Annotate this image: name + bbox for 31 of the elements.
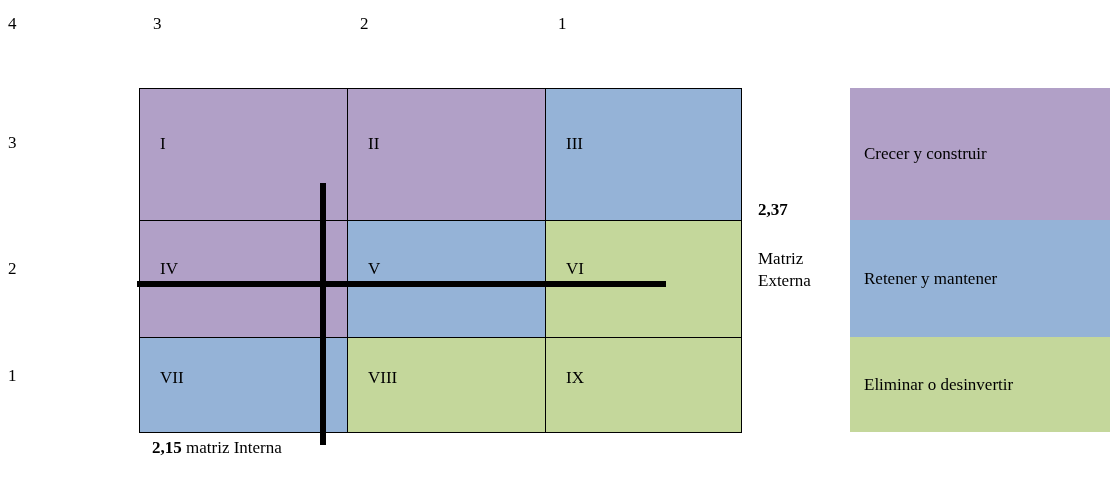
quadrant-number: I bbox=[160, 134, 166, 153]
axis-number: 1 bbox=[558, 14, 567, 34]
matrix-cell bbox=[545, 220, 742, 338]
matrix-cell bbox=[139, 220, 348, 338]
matrix-cell bbox=[139, 337, 348, 433]
quadrant-number: IV bbox=[160, 259, 178, 278]
score-value: 2,37 bbox=[758, 200, 788, 220]
quadrant-number: III bbox=[566, 134, 583, 153]
quadrant-number: IX bbox=[566, 368, 584, 387]
quadrant-number: II bbox=[368, 134, 380, 153]
axis-number: 1 bbox=[8, 366, 17, 386]
matrix-cell bbox=[347, 337, 546, 433]
quadrant-number: VIII bbox=[368, 368, 398, 387]
legend-text: Crecer y construir bbox=[864, 144, 987, 164]
legend-text: Eliminar o desinvertir bbox=[864, 374, 1014, 395]
axis-number: 3 bbox=[8, 133, 17, 153]
axis-number: 2 bbox=[360, 14, 369, 34]
axis-number: 2 bbox=[8, 259, 17, 279]
axis-title: 2,15 matriz Interna bbox=[152, 438, 282, 458]
matrix-cell bbox=[545, 337, 742, 433]
axis-number: 3 bbox=[153, 14, 162, 34]
quadrant-number: VII bbox=[160, 368, 184, 387]
matrix-cell bbox=[545, 88, 742, 221]
quadrant-number: VI bbox=[566, 259, 584, 278]
quadrant-number: V bbox=[368, 259, 381, 278]
axis-title: Matriz Externa bbox=[758, 248, 812, 292]
legend-text: Retener y mantener bbox=[864, 268, 998, 289]
matrix-cell bbox=[139, 88, 348, 221]
axis-number: 4 bbox=[8, 14, 17, 34]
matrix-cell bbox=[347, 220, 546, 338]
matrix-cell bbox=[347, 88, 546, 221]
